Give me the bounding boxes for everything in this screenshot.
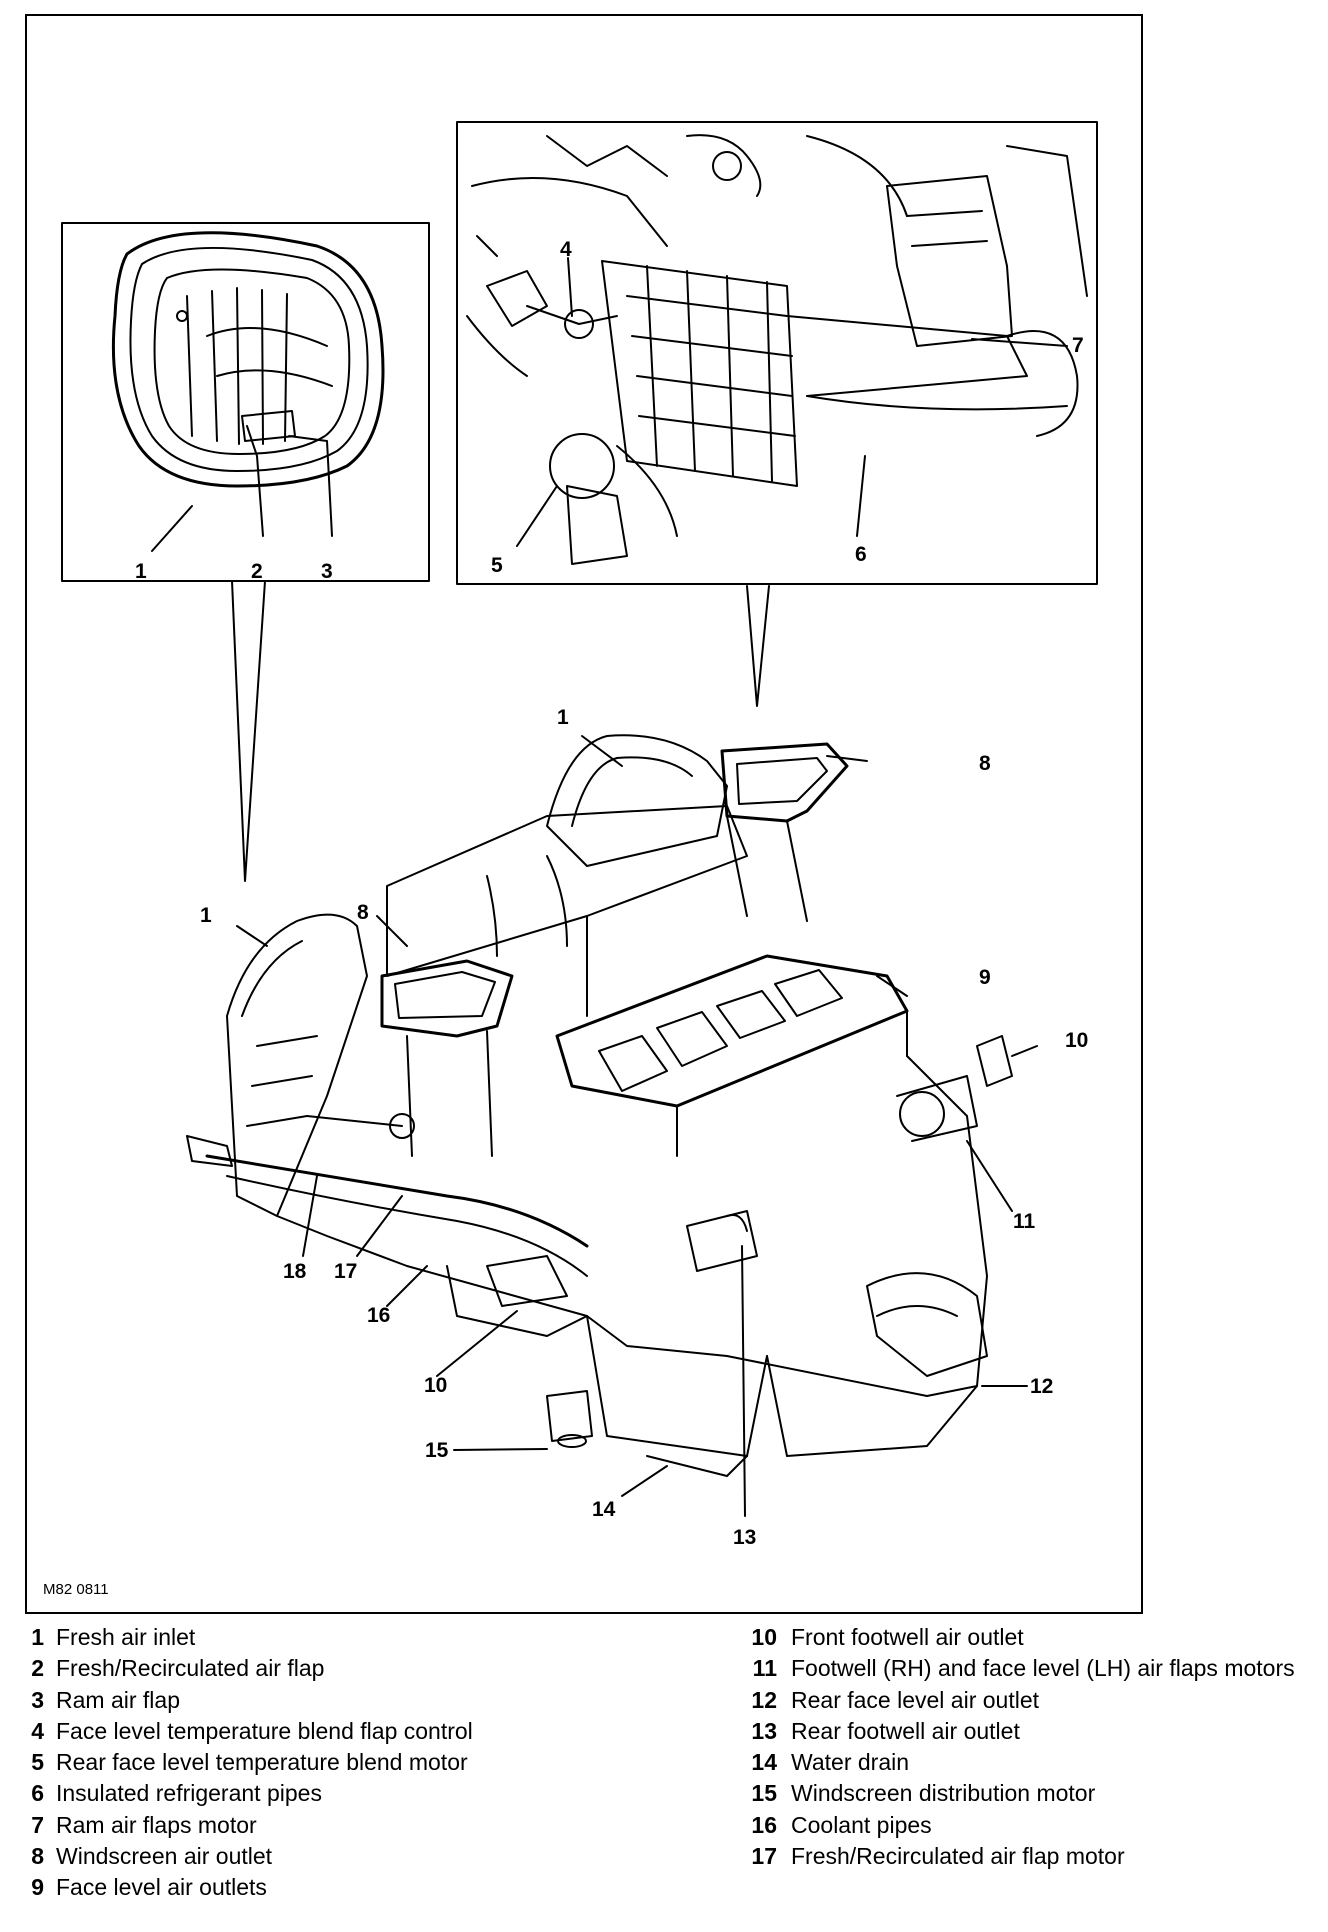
callout-main-10-left: 10 bbox=[424, 1374, 447, 1397]
legend-item: 11 Footwell (RH) and face level (LH) air … bbox=[747, 1653, 1307, 1684]
callout-1: 1 bbox=[135, 560, 147, 583]
legend-label: Insulated refrigerant pipes bbox=[56, 1780, 322, 1807]
legend-label: Front footwell air outlet bbox=[791, 1624, 1024, 1650]
legend-number: 14 bbox=[751, 1749, 777, 1776]
legend-number: 4 bbox=[31, 1717, 44, 1744]
legend-number: 8 bbox=[31, 1843, 44, 1870]
legend-label: Windscreen distribution motor bbox=[791, 1780, 1096, 1807]
callout-main-9: 9 bbox=[979, 966, 991, 989]
legend-number: 6 bbox=[31, 1780, 44, 1807]
callout-main-14: 14 bbox=[592, 1498, 616, 1521]
legend-item: 2 Fresh/Recirculated air flap bbox=[26, 1653, 706, 1684]
legend-number: 1 bbox=[31, 1624, 44, 1650]
legend-number: 10 bbox=[751, 1624, 777, 1650]
callout-main-1-left: 1 bbox=[200, 904, 212, 927]
legend-item: 9 Face level air outlets bbox=[26, 1872, 706, 1903]
callout-main-1-right: 1 bbox=[557, 706, 569, 729]
legend-number: 16 bbox=[751, 1811, 777, 1838]
legend-number: 13 bbox=[751, 1717, 777, 1744]
legend-item: 16 Coolant pipes bbox=[747, 1810, 1307, 1841]
legend-label: Ram air flaps motor bbox=[56, 1811, 257, 1838]
legend-item: 10 Front footwell air outlet bbox=[747, 1622, 1307, 1653]
legend-label: Ram air flap bbox=[56, 1686, 180, 1713]
legend-label: Fresh/Recirculated air flap bbox=[56, 1655, 325, 1682]
legend-item: 12 Rear face level air outlet bbox=[747, 1685, 1307, 1716]
legend-label: Rear footwell air outlet bbox=[791, 1717, 1020, 1744]
callout-main-18: 18 bbox=[283, 1260, 307, 1283]
callout-main-10-right: 10 bbox=[1065, 1029, 1088, 1052]
callout-main-8-left: 8 bbox=[357, 901, 369, 924]
legend-number: 5 bbox=[31, 1749, 44, 1776]
legend-label: Fresh/Recirculated air flap motor bbox=[791, 1843, 1125, 1870]
callout-4: 4 bbox=[560, 238, 572, 261]
legend-label: Rear face level temperature blend motor bbox=[56, 1749, 468, 1776]
inset-fresh-air-inlet: 1 2 3 bbox=[61, 222, 430, 583]
callout-main-11: 11 bbox=[1013, 1210, 1036, 1233]
figure-code: M82 0811 bbox=[43, 1581, 109, 1598]
legend-item: 7 Ram air flaps motor bbox=[26, 1810, 706, 1841]
legend-number: 12 bbox=[751, 1686, 777, 1713]
legend-number: 2 bbox=[31, 1655, 44, 1682]
legend-item: 14 Water drain bbox=[747, 1747, 1307, 1778]
legend-item: 4 Face level temperature blend flap contr… bbox=[26, 1716, 706, 1747]
legend-label: Rear face level air outlet bbox=[791, 1686, 1040, 1713]
diagram-frame: 1 2 3 bbox=[25, 14, 1143, 1614]
legend-label: Coolant pipes bbox=[791, 1811, 932, 1838]
legend-item: 5 Rear face level temperature blend motor bbox=[26, 1747, 706, 1778]
legend-item: 3 Ram air flap bbox=[26, 1685, 706, 1716]
inset-left-pointer bbox=[231, 580, 266, 882]
callout-main-12: 12 bbox=[1030, 1375, 1053, 1398]
legend-number: 9 bbox=[31, 1874, 44, 1901]
legend-number: 7 bbox=[31, 1811, 44, 1838]
legend-label: Face level temperature blend flap contro… bbox=[56, 1717, 473, 1744]
callout-main-8-right: 8 bbox=[979, 752, 991, 775]
callout-main-16: 16 bbox=[367, 1304, 390, 1327]
legend-item: 17 Fresh/Recirculated air flap motor bbox=[747, 1841, 1307, 1872]
main-heater-assembly: 1 8 1 8 9 10 11 18 17 16 10 12 15 14 13 bbox=[186, 706, 1088, 1549]
callout-3: 3 bbox=[321, 560, 333, 583]
callout-2: 2 bbox=[251, 560, 263, 583]
heater-unit-illustration: 1 2 3 bbox=[61, 121, 1098, 1549]
legend-number: 11 bbox=[752, 1655, 777, 1682]
callout-5: 5 bbox=[491, 554, 503, 577]
legend-item: 15 Windscreen distribution motor bbox=[747, 1778, 1307, 1809]
legend-item: 6 Insulated refrigerant pipes bbox=[26, 1778, 706, 1809]
legend-label: Windscreen air outlet bbox=[56, 1843, 273, 1870]
legend-label: Face level air outlets bbox=[56, 1874, 267, 1901]
inset-flap-motors: 4 5 6 7 bbox=[456, 121, 1098, 585]
legend-item: 13 Rear footwell air outlet bbox=[747, 1716, 1307, 1747]
callout-main-17: 17 bbox=[334, 1260, 357, 1283]
legend-number: 15 bbox=[751, 1780, 777, 1807]
callout-main-15: 15 bbox=[425, 1439, 449, 1462]
legend-label: Fresh air inlet bbox=[56, 1624, 196, 1650]
legend-label: Footwell (RH) and face level (LH) air fl… bbox=[791, 1655, 1295, 1682]
inset-right-pointer bbox=[746, 585, 770, 707]
legend-item: 1 Fresh air inlet bbox=[26, 1622, 706, 1653]
legend-number: 17 bbox=[751, 1843, 777, 1870]
legend-number: 3 bbox=[31, 1686, 44, 1713]
callout-6: 6 bbox=[855, 543, 867, 566]
callout-main-13: 13 bbox=[733, 1526, 756, 1549]
legend-item: 8 Windscreen air outlet bbox=[26, 1841, 706, 1872]
legend-right-column: 10 Front footwell air outlet 11 Footwell (… bbox=[747, 1622, 1307, 1872]
callout-7: 7 bbox=[1072, 334, 1084, 357]
legend-left-column: 1 Fresh air inlet 2 Fresh/Recirculated air… bbox=[26, 1622, 706, 1904]
legend-label: Water drain bbox=[791, 1749, 910, 1776]
